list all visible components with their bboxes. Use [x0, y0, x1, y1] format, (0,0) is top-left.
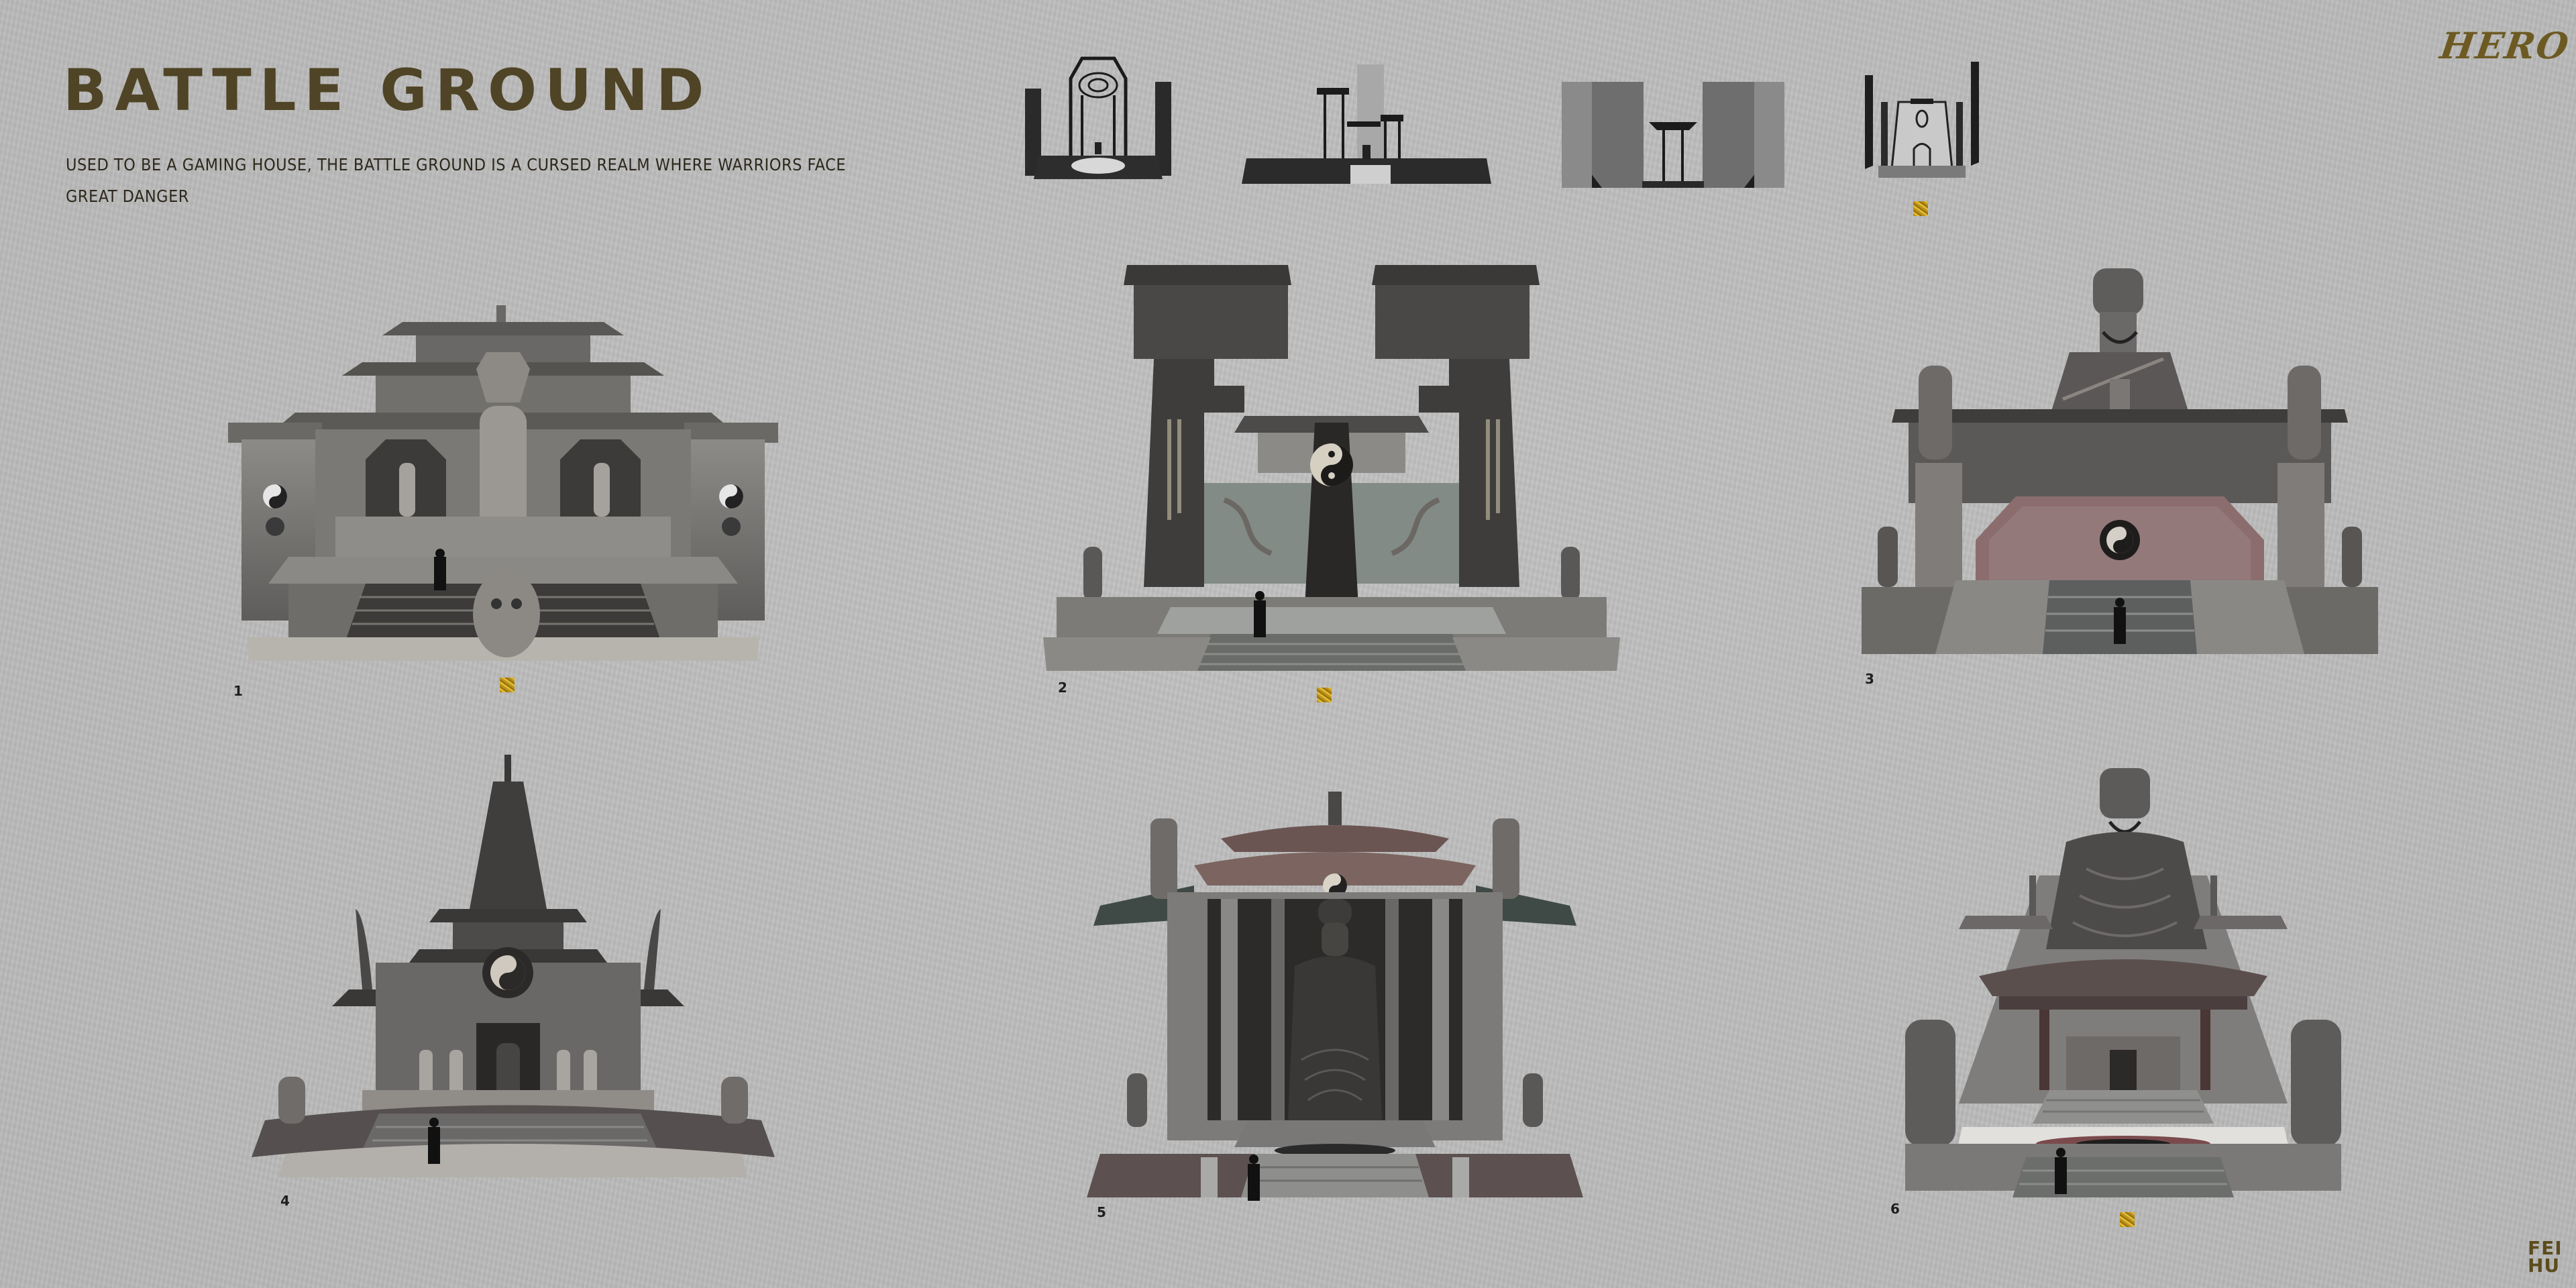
artist-signature-line1: FEI	[2528, 1237, 2563, 1259]
gold-swatch-marker	[1317, 688, 1332, 702]
twin-pillar-gate-illustration	[1043, 265, 1620, 671]
concept-render-5[interactable]	[1087, 792, 1583, 1201]
artist-signature: FEI HU	[2528, 1237, 2563, 1277]
blockout-thumbnail-1[interactable]	[1025, 55, 1171, 186]
page-title: BATTLE GROUND	[63, 57, 712, 124]
render-number-3: 3	[1865, 671, 1874, 687]
render-number-6: 6	[1890, 1201, 1900, 1217]
render-number-1: 1	[233, 683, 243, 699]
spired-shrine-illustration	[252, 755, 775, 1177]
hero-logo: HERO	[2437, 24, 2573, 67]
twin-tower-icon	[1562, 82, 1784, 188]
gold-swatch-marker	[2120, 1212, 2135, 1227]
seated-sage-hall-illustration	[1862, 268, 2378, 654]
colossal-sage-pagoda-illustration	[1905, 768, 2341, 1197]
concept-render-6[interactable]	[1885, 755, 2361, 1201]
page-description: USED TO BE A GAMING HOUSE, THE BATTLE GR…	[66, 155, 847, 206]
concept-render-1[interactable]	[201, 295, 805, 671]
concept-render-4[interactable]	[238, 755, 788, 1181]
stone-gateway-illustration	[228, 305, 778, 661]
gold-swatch-marker	[500, 678, 515, 692]
render-number-2: 2	[1058, 680, 1067, 696]
blockout-thumbnail-3[interactable]	[1562, 82, 1784, 188]
pillared-platform-icon	[1242, 64, 1491, 184]
octagonal-pavilion-icon	[1025, 56, 1171, 179]
render-number-4: 4	[280, 1193, 290, 1209]
gate-tower-icon	[1865, 62, 1979, 178]
blockout-thumbnail-4[interactable]	[1851, 62, 1992, 181]
concept-render-3[interactable]	[1848, 265, 2392, 664]
tiled-roof-temple-illustration	[1087, 792, 1583, 1201]
gold-swatch-marker	[1913, 201, 1928, 216]
render-number-5: 5	[1097, 1204, 1106, 1220]
concept-render-2[interactable]	[1043, 258, 1620, 674]
blockout-thumbnail-2[interactable]	[1240, 64, 1493, 186]
artist-signature-line2: HU	[2528, 1254, 2561, 1277]
